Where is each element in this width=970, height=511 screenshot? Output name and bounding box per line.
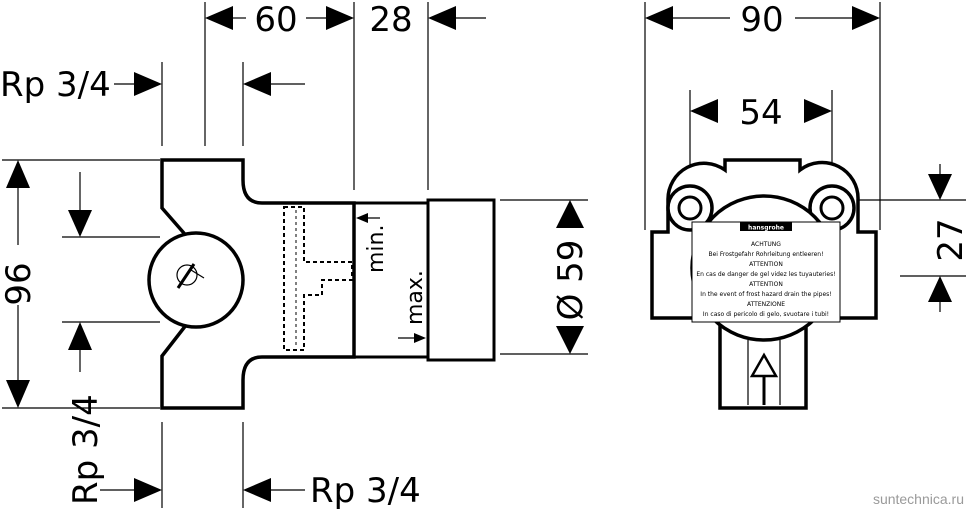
thread-top-left: Rp 3/4 [0, 62, 305, 146]
dim-60-label: 60 [254, 0, 297, 40]
depth-marks: min. max. [356, 213, 428, 343]
dimension-60: 60 [205, 0, 354, 40]
warning-line-4: En cas de danger de gel videz les tuyaut… [696, 271, 835, 278]
inlet-spacing [62, 172, 160, 372]
dim-96-label: 96 [0, 262, 39, 305]
warning-line-1: ACHTUNG [751, 241, 781, 248]
watermark: suntechnica.ru [873, 491, 964, 507]
front-view: 90 54 27 [644, 0, 970, 410]
warning-line-6: In the event of frost hazard drain the p… [700, 291, 831, 298]
warning-line-8: In caso di pericolo di gelo, svuotare i … [703, 311, 829, 318]
dim-diameter-label: Ø 59 [551, 240, 591, 321]
warning-line-2: Bei Frostgefahr Rohrleitung entleeren! [708, 251, 823, 258]
label-min: min. [364, 225, 389, 273]
valve-body-front: hansgrohe ACHTUNG Bei Frostgefahr Rohrle… [650, 158, 878, 410]
dimension-28: 28 [369, 0, 486, 40]
thread-top-left-label: Rp 3/4 [0, 65, 111, 105]
dim-54-label: 54 [739, 93, 782, 133]
label-max: max. [403, 270, 428, 325]
brand-label: hansgrohe [748, 225, 784, 232]
thread-bottom-vertical-label: Rp 3/4 [66, 394, 106, 505]
dim-27-label: 27 [931, 218, 970, 261]
warning-line-7: ATTENZIONE [747, 301, 785, 308]
thread-bottom: Rp 3/4 Rp 3/4 [66, 394, 421, 511]
thread-bottom-right-label: Rp 3/4 [310, 471, 421, 511]
side-view: 60 28 Rp 3/4 96 [0, 0, 591, 511]
dimension-90: 90 [644, 0, 881, 230]
dim-90-label: 90 [740, 0, 783, 40]
dimension-96: 96 [0, 159, 160, 409]
warning-line-3: ATTENTION [749, 261, 783, 268]
dimension-27: 27 [858, 164, 970, 312]
dimension-54: 54 [689, 90, 833, 200]
dim-28-label: 28 [369, 0, 412, 40]
dimension-diameter: Ø 59 [500, 199, 591, 355]
warning-line-5: ATTENTION [749, 281, 783, 288]
valve-body-side [147, 158, 496, 410]
